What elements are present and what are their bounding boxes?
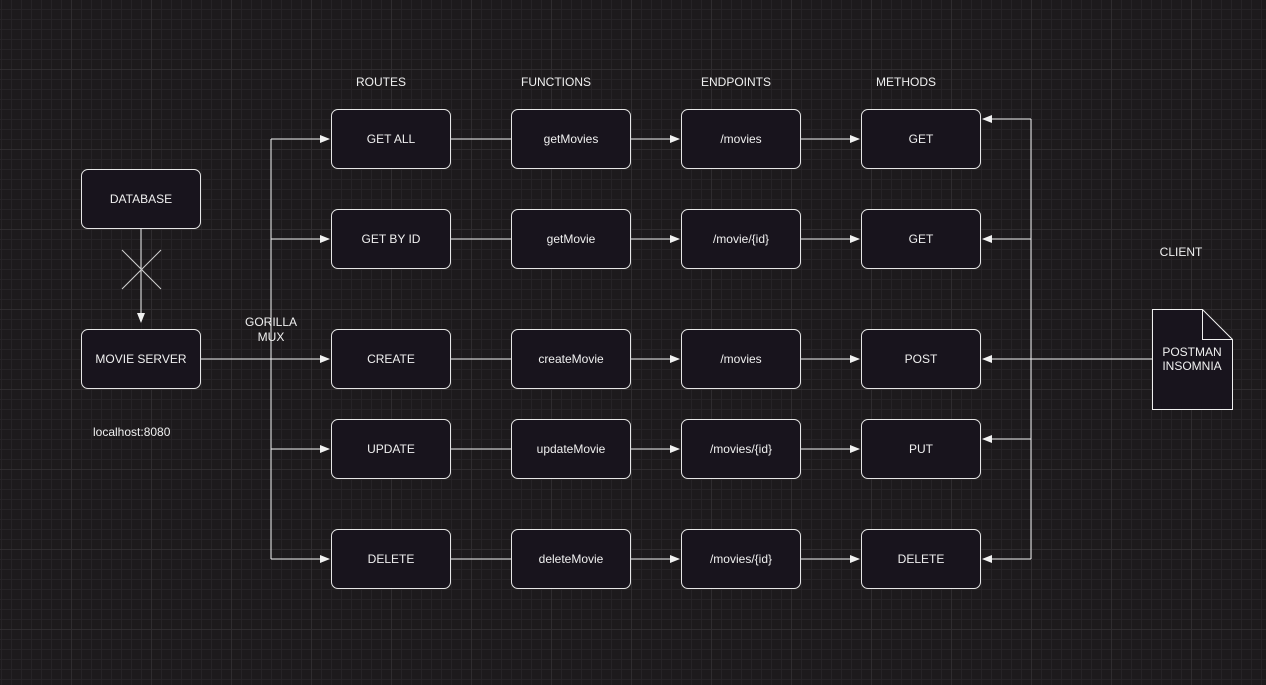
client-document-shape[interactable] (1152, 309, 1233, 410)
function-node-label: updateMovie (536, 442, 606, 456)
method-node[interactable]: PUT (861, 419, 981, 479)
function-node-label: deleteMovie (538, 552, 604, 566)
method-node[interactable]: POST (861, 329, 981, 389)
method-node-label: POST (904, 352, 938, 366)
route-node[interactable]: UPDATE (331, 419, 451, 479)
endpoint-node[interactable]: /movies (681, 329, 801, 389)
endpoint-node[interactable]: /movies/{id} (681, 529, 801, 589)
endpoint-node-label: /movie/{id} (712, 232, 770, 246)
header-methods: METHODS (876, 75, 936, 89)
header-functions: FUNCTIONS (521, 75, 591, 89)
route-node-label: DELETE (367, 552, 415, 566)
method-node-label: PUT (909, 442, 933, 456)
database-node-label: DATABASE (109, 192, 173, 206)
route-node-label: CREATE (367, 352, 415, 366)
endpoint-node-label: /movies (720, 132, 762, 146)
endpoint-node[interactable]: /movies/{id} (681, 419, 801, 479)
route-node[interactable]: GET BY ID (331, 209, 451, 269)
server-address-label: localhost:8080 (93, 425, 171, 439)
function-node-label: getMovie (546, 232, 596, 246)
route-node[interactable]: DELETE (331, 529, 451, 589)
client-label: CLIENT (1159, 245, 1203, 259)
method-node-label: GET (908, 132, 934, 146)
function-node-label: createMovie (538, 352, 604, 366)
router-label-line: GORILLA (244, 315, 298, 329)
movie-server-node-label: MOVIE SERVER (95, 352, 187, 366)
function-node-label: getMovies (543, 132, 599, 146)
method-node-label: DELETE (897, 552, 945, 566)
blocked-cross-mark (121, 249, 162, 290)
function-node[interactable]: createMovie (511, 329, 631, 389)
method-node[interactable]: GET (861, 109, 981, 169)
method-node[interactable]: DELETE (861, 529, 981, 589)
route-node-label: UPDATE (367, 442, 415, 456)
movie-server-node[interactable]: MOVIE SERVER (81, 329, 201, 389)
route-node-label: GET BY ID (361, 232, 421, 246)
function-node[interactable]: getMovies (511, 109, 631, 169)
document-fold-icon (1202, 309, 1233, 340)
endpoint-node[interactable]: /movie/{id} (681, 209, 801, 269)
route-node[interactable]: CREATE (331, 329, 451, 389)
endpoint-node[interactable]: /movies (681, 109, 801, 169)
route-node-label: GET ALL (366, 132, 416, 146)
function-node[interactable]: deleteMovie (511, 529, 631, 589)
function-node[interactable]: getMovie (511, 209, 631, 269)
database-node[interactable]: DATABASE (81, 169, 201, 229)
endpoint-node-label: /movies/{id} (709, 552, 773, 566)
header-routes: ROUTES (355, 75, 406, 89)
method-node[interactable]: GET (861, 209, 981, 269)
router-label-line: MUX (257, 330, 285, 344)
header-endpoints: ENDPOINTS (700, 75, 771, 89)
endpoint-node-label: /movies/{id} (709, 442, 773, 456)
route-node[interactable]: GET ALL (331, 109, 451, 169)
endpoint-node-label: /movies (720, 352, 762, 366)
method-node-label: GET (908, 232, 934, 246)
function-node[interactable]: updateMovie (511, 419, 631, 479)
router-label: GORILLA MUX (231, 315, 311, 345)
